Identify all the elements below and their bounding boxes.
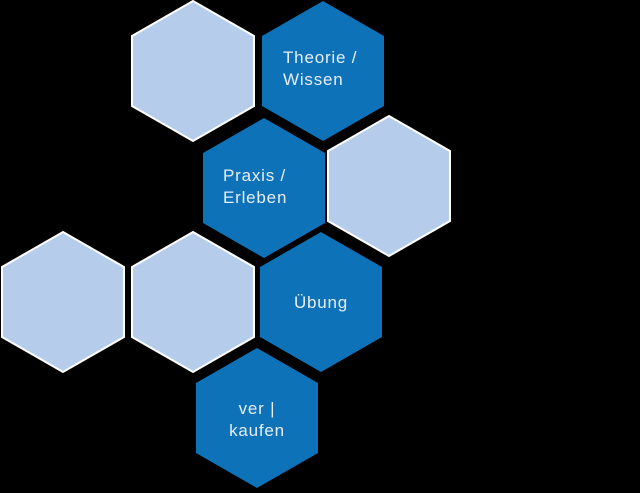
label-ver-kaufen: ver | kaufen — [196, 398, 318, 442]
label-uebung: Übung — [260, 292, 382, 314]
hexagon-empty-far-left — [1, 230, 125, 374]
label-line: ver | — [238, 399, 276, 418]
hexagon-empty-right — [327, 114, 451, 258]
label-theorie-wissen: Theorie / Wissen — [283, 47, 357, 91]
hexagon-uebung — [260, 232, 382, 372]
hexagon-theorie-wissen — [262, 1, 384, 141]
label-line: Übung — [293, 293, 349, 312]
label-line: Praxis / — [223, 166, 287, 185]
label-praxis-erleben: Praxis / Erleben — [223, 165, 287, 209]
hexagon-praxis-erleben — [203, 118, 325, 258]
label-line: Wissen — [283, 70, 344, 89]
label-line: kaufen — [229, 421, 285, 440]
label-line: Theorie / — [283, 48, 358, 67]
hexagon-empty-mid-left — [131, 230, 255, 374]
label-line: Erleben — [223, 188, 288, 207]
hexagon-ver-kaufen — [196, 348, 318, 488]
hexagon-empty-top-left — [131, 0, 255, 143]
